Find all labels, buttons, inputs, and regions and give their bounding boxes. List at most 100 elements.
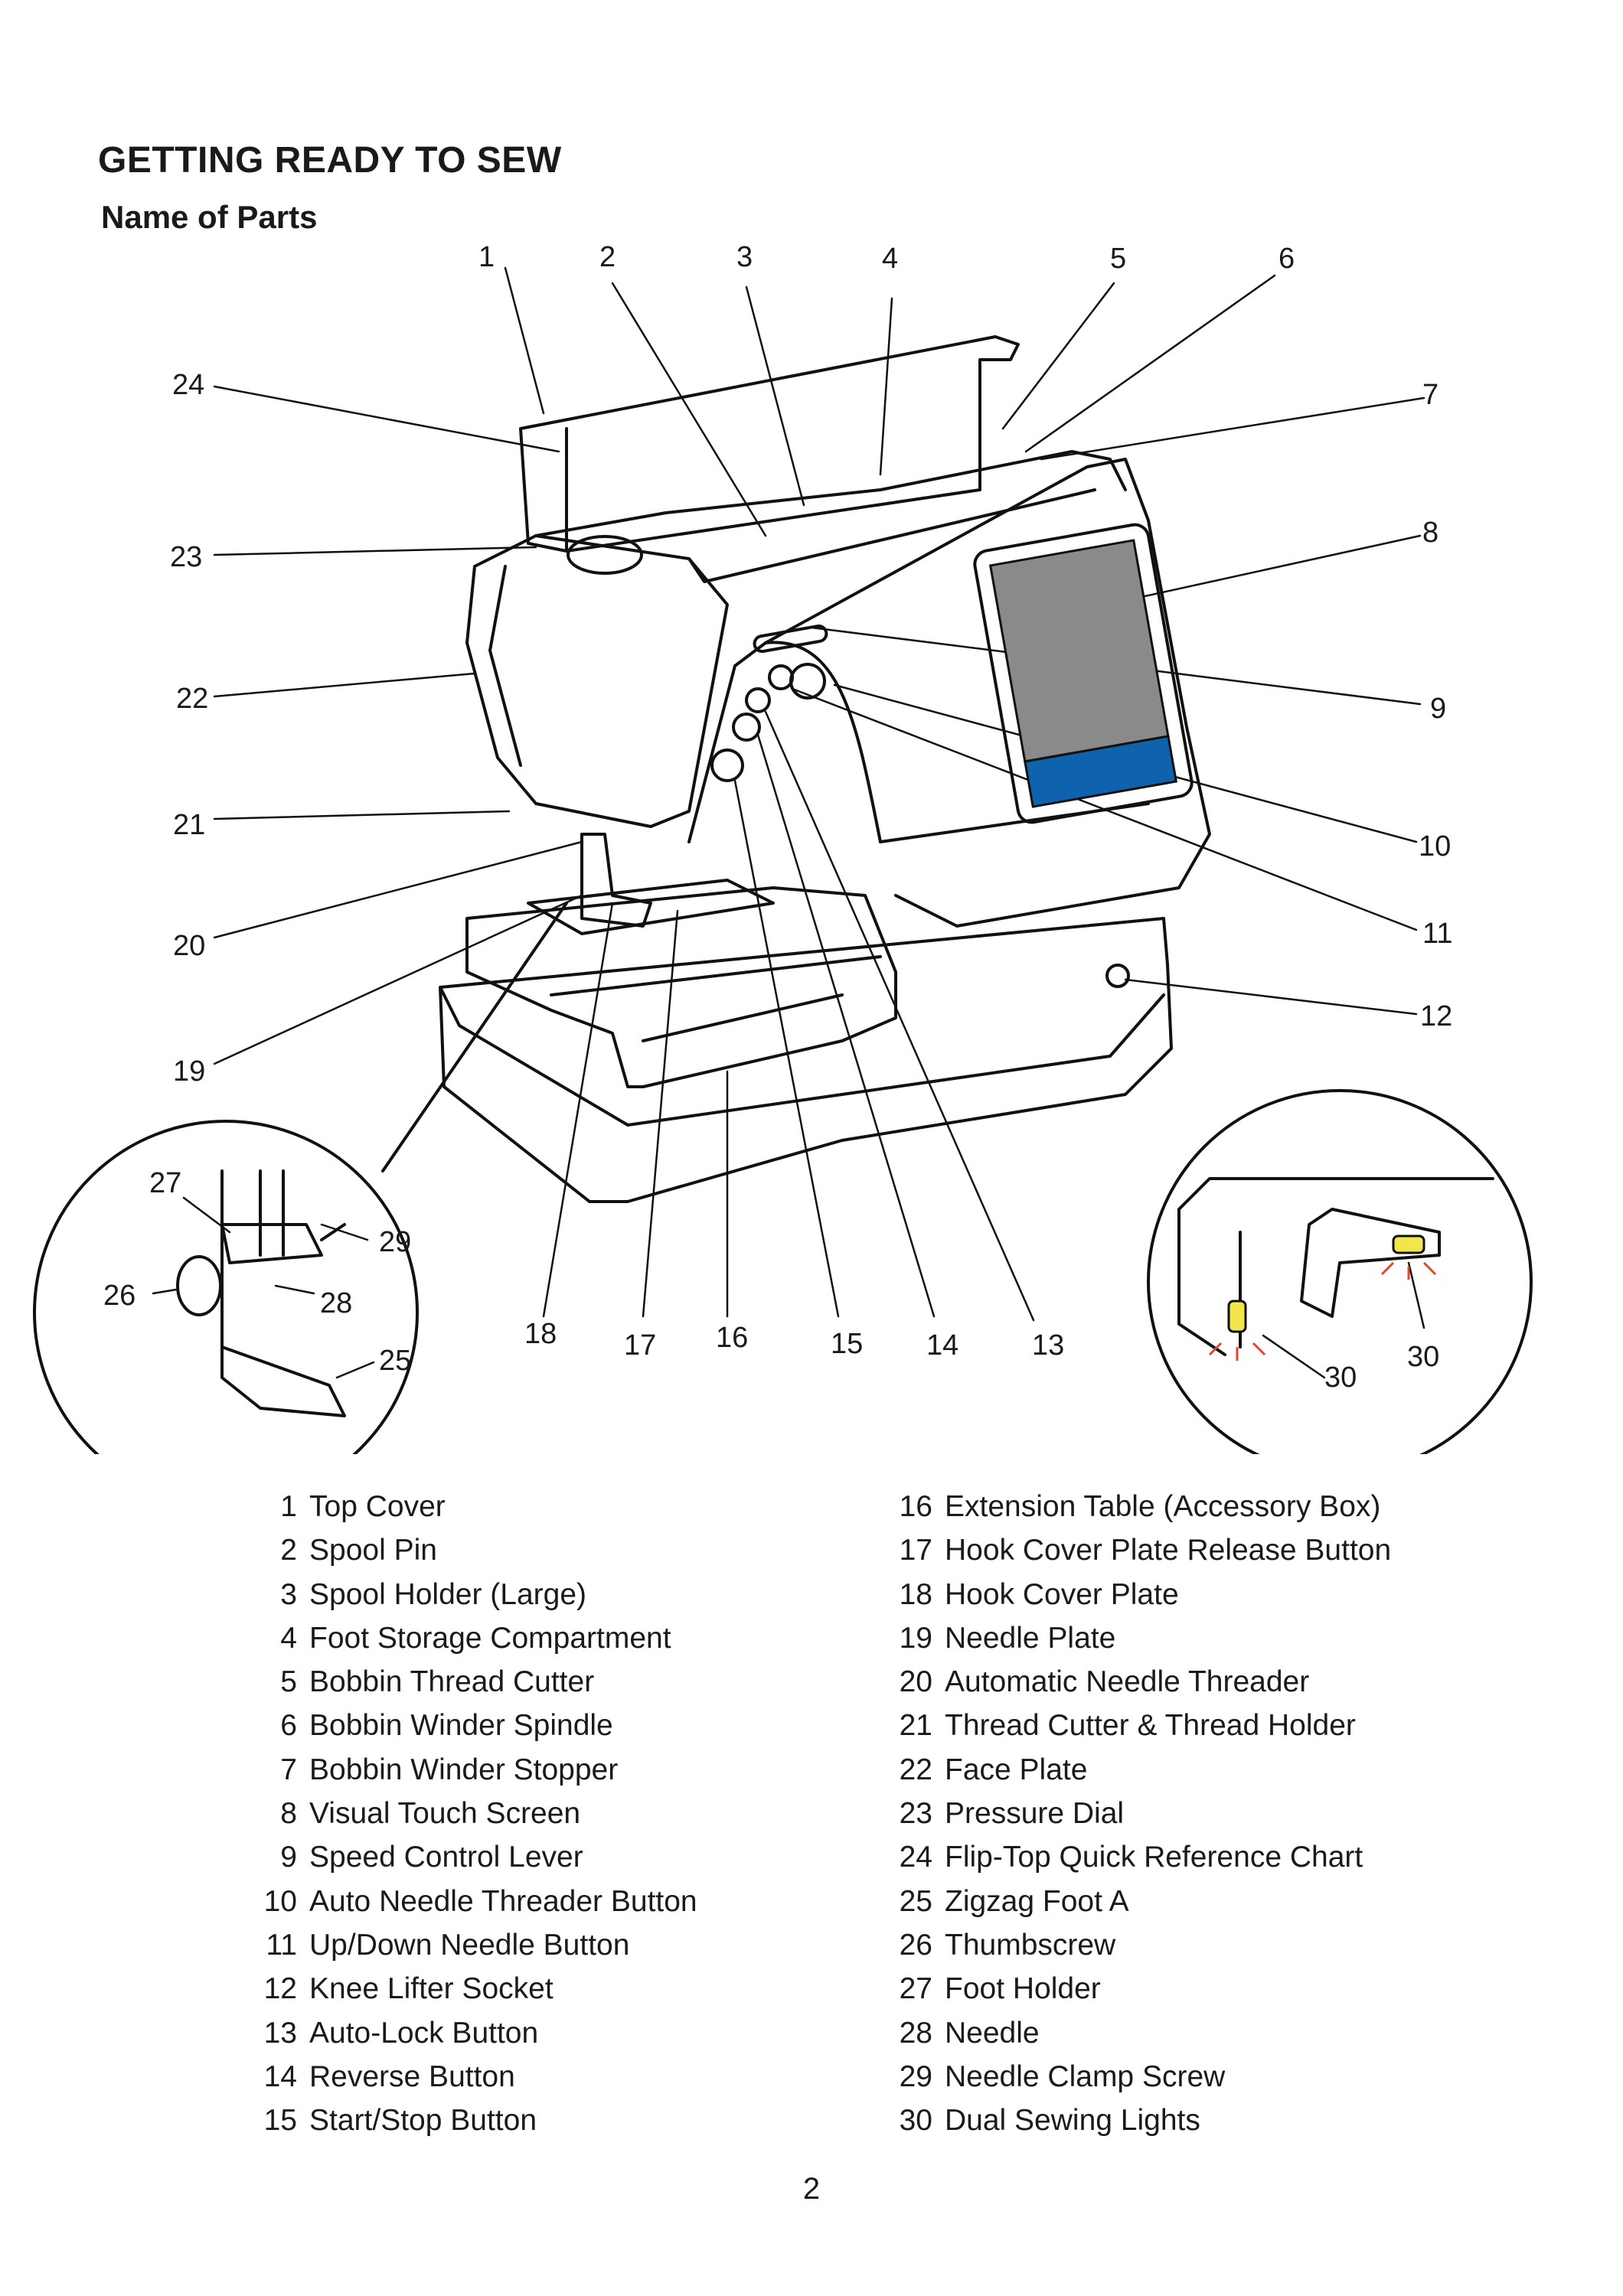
sewing-machine-diagram: 1 2 3 4 5 6 7 8 9 10 11 12 13 14 15 16 1… (33, 241, 1533, 1454)
callout-13: 13 (1032, 1329, 1064, 1362)
part-name: Bobbin Winder Spindle (309, 1709, 613, 1743)
part-item: 20 Automatic Needle Threader (888, 1660, 1391, 1704)
part-number: 30 (899, 2104, 932, 2138)
part-number: 23 (899, 1797, 932, 1831)
detail-circle-foot (33, 1120, 419, 1454)
part-name: Foot Storage Compartment (309, 1621, 671, 1655)
part-number: 19 (899, 1621, 932, 1655)
part-name: Top Cover (309, 1490, 446, 1523)
callout-10: 10 (1419, 830, 1451, 863)
callout-16: 16 (716, 1322, 748, 1354)
page-title: GETTING READY TO SEW (98, 140, 562, 181)
presser-foot (580, 833, 652, 928)
callout-15: 15 (831, 1328, 863, 1360)
callout-25: 25 (379, 1345, 411, 1377)
part-number: 8 (280, 1797, 297, 1831)
callout-7: 7 (1422, 379, 1438, 411)
part-name: Knee Lifter Socket (309, 1972, 554, 2006)
part-name: Thread Cutter & Thread Holder (945, 1709, 1356, 1743)
part-item: 22 Face Plate (888, 1748, 1391, 1792)
part-item: 16 Extension Table (Accessory Box) (888, 1485, 1391, 1528)
callout-11: 11 (1422, 918, 1452, 950)
needle-up-down-button (768, 664, 794, 690)
part-name: Bobbin Thread Cutter (309, 1665, 595, 1699)
needle-plate (527, 879, 775, 935)
screen-gray-area (988, 539, 1170, 763)
callout-2: 2 (599, 241, 616, 273)
page-number: 2 (802, 2172, 821, 2206)
callout-labels: 1 2 3 4 5 6 7 8 9 10 11 12 13 14 15 16 1… (103, 241, 1452, 1394)
detail-circle-lights (1147, 1089, 1533, 1454)
callout-18: 18 (524, 1318, 557, 1350)
part-number: 1 (280, 1490, 297, 1523)
part-name: Extension Table (Accessory Box) (945, 1490, 1381, 1523)
part-name: Needle (945, 2016, 1040, 2050)
extension-table (465, 886, 897, 1088)
callout-30a: 30 (1324, 1362, 1357, 1394)
callout-4: 4 (882, 243, 898, 275)
part-name: Pressure Dial (945, 1797, 1125, 1831)
part-number: 26 (899, 1928, 932, 1962)
sewing-light-left (1227, 1300, 1247, 1333)
part-item: 23 Pressure Dial (888, 1792, 1391, 1835)
callout-28: 28 (320, 1287, 352, 1319)
part-number: 15 (263, 2104, 297, 2138)
callout-5: 5 (1110, 243, 1126, 275)
part-number: 22 (899, 1753, 932, 1786)
callout-9: 9 (1430, 693, 1446, 725)
start-stop-button (710, 748, 744, 782)
callout-22: 22 (176, 683, 208, 715)
callout-30b: 30 (1407, 1341, 1439, 1373)
part-number: 10 (263, 1884, 297, 1918)
screen-blue-area (1024, 735, 1178, 808)
callout-24: 24 (172, 369, 204, 401)
callout-8: 8 (1422, 517, 1438, 549)
top-cover (519, 335, 1020, 553)
callout-23: 23 (170, 541, 202, 573)
callout-1: 1 (478, 241, 495, 273)
callout-19: 19 (173, 1055, 205, 1088)
part-name: Automatic Needle Threader (945, 1665, 1310, 1699)
auto-lock-button (745, 687, 771, 713)
part-number: 2 (280, 1534, 297, 1567)
callout-20: 20 (173, 930, 205, 962)
callout-26: 26 (103, 1280, 136, 1312)
speed-lever (753, 625, 828, 654)
part-number: 28 (899, 2016, 932, 2050)
part-name: Visual Touch Screen (309, 1797, 581, 1831)
callout-17: 17 (624, 1329, 656, 1362)
machine-base (439, 917, 1173, 1203)
touch-screen (988, 539, 1178, 808)
part-number: 20 (899, 1665, 932, 1699)
part-number: 17 (899, 1534, 932, 1567)
part-number: 9 (280, 1841, 297, 1874)
part-number: 13 (263, 2016, 297, 2050)
part-name: Spool Holder (Large) (309, 1577, 587, 1611)
part-item: 1 Top Cover (253, 1485, 697, 1528)
part-item: 28 Needle (888, 2011, 1391, 2055)
part-number: 14 (263, 2060, 297, 2093)
callout-29: 29 (379, 1226, 411, 1258)
knee-lifter-socket (1105, 964, 1130, 988)
top-body (534, 450, 1127, 537)
part-number: 18 (899, 1577, 932, 1611)
part-name: Face Plate (945, 1753, 1088, 1786)
part-number: 4 (280, 1621, 297, 1655)
part-name: Bobbin Winder Stopper (309, 1753, 619, 1786)
part-number: 5 (280, 1665, 297, 1699)
machine-body (687, 458, 1211, 928)
part-number: 16 (899, 1490, 932, 1523)
